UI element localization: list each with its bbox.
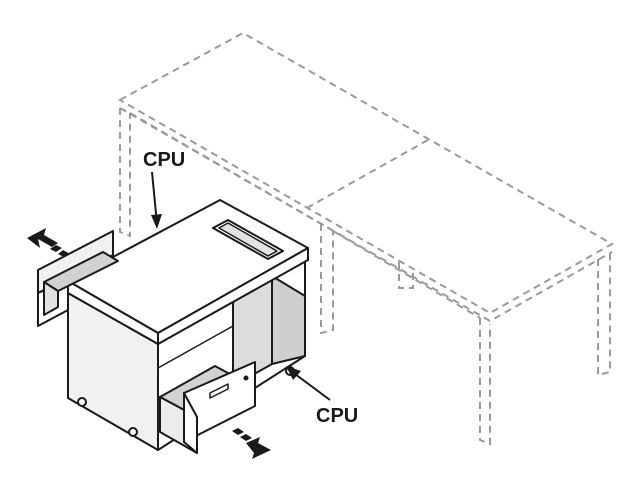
pull-out-arrow-right [232, 428, 271, 459]
cpu-label-top-group: CPU [143, 149, 185, 229]
cpu-label-bottom-group: CPU [286, 366, 358, 427]
pedestal-cabinet [67, 199, 309, 451]
pull-out-arrow-left [27, 228, 70, 257]
cpu-pointer-bottom [290, 370, 331, 401]
side-drawer [37, 230, 119, 327]
cpu-pointer-bottom-head [286, 366, 301, 380]
cpu-label-top: CPU [143, 149, 185, 171]
cpu-label-bottom: CPU [316, 405, 358, 427]
desk-frame-outline [117, 31, 615, 446]
cpu-pointer-top-head [151, 214, 162, 229]
front-drawer [159, 361, 256, 454]
